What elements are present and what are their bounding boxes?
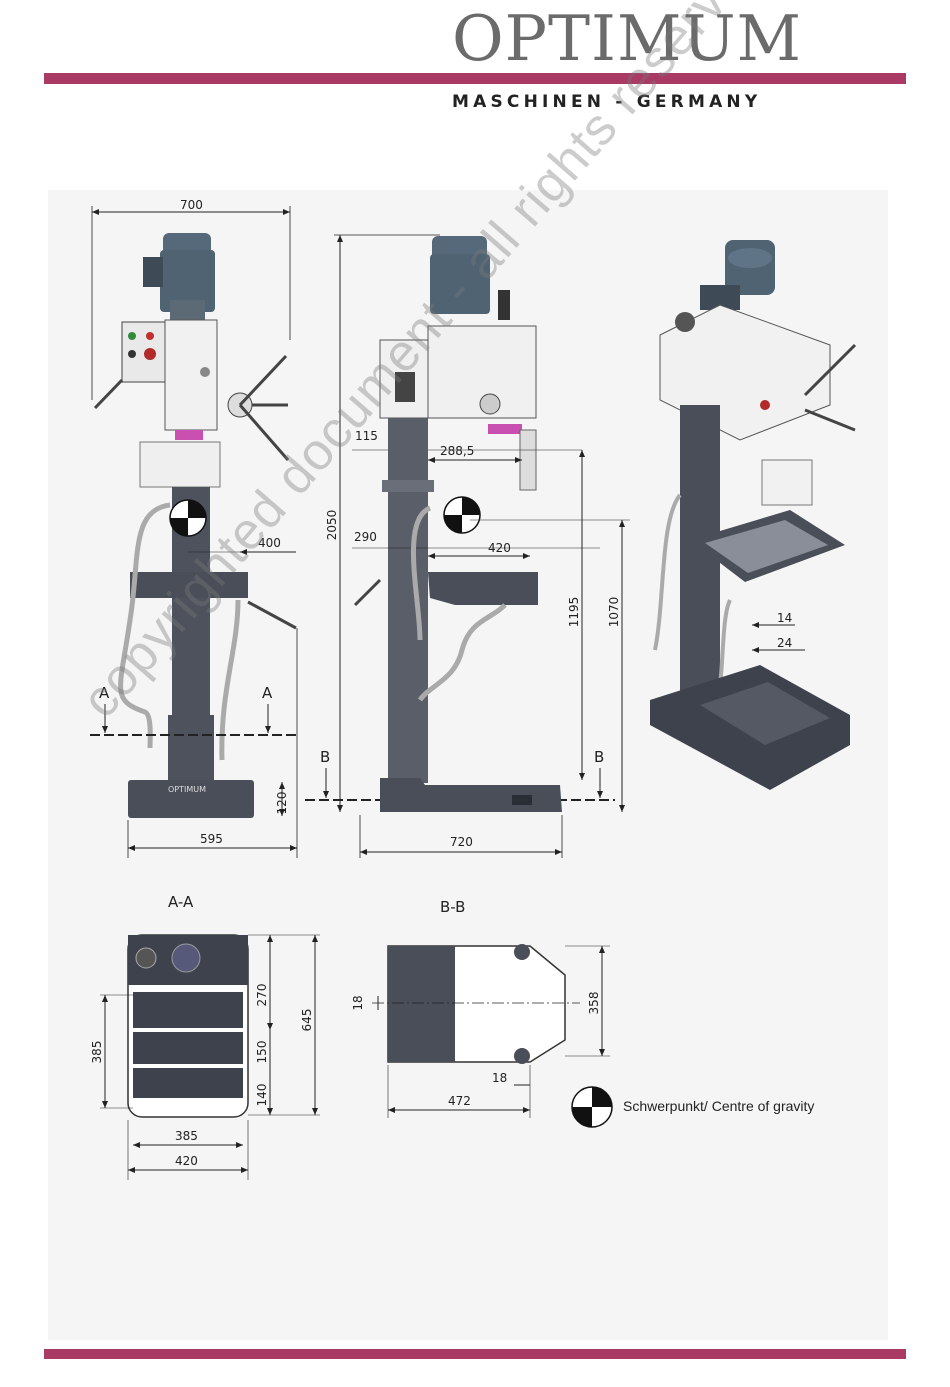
- dim-14: 14: [777, 611, 792, 625]
- dim-472: 472: [448, 1094, 471, 1108]
- bb-base-solid: [388, 946, 455, 1062]
- side-centre-of-gravity-icon: [444, 497, 480, 533]
- gear-head: [165, 320, 217, 430]
- emergency-stop-icon: [144, 348, 156, 360]
- isometric-view: 14 24: [650, 240, 855, 790]
- dim-720: 720: [450, 835, 473, 849]
- section-a-a-title: A-A: [168, 893, 194, 911]
- centre-of-gravity-icon: [170, 500, 206, 536]
- dim-150: 150: [255, 1041, 269, 1064]
- side-table-arm: [428, 572, 538, 605]
- section-mark-b-left: B: [320, 748, 330, 766]
- stop-button-icon: [146, 332, 154, 340]
- legend-label: Schwerpunkt/ Centre of gravity: [623, 1098, 814, 1114]
- legend-centre-of-gravity-icon: [572, 1087, 612, 1127]
- dim-1070: 1070: [607, 597, 621, 628]
- dim-18-bottom: 18: [492, 1071, 507, 1085]
- dim-288-5: 288,5: [440, 444, 474, 458]
- dim-270: 270: [255, 984, 269, 1007]
- chuck-guard: [140, 442, 220, 487]
- dim-595: 595: [200, 832, 223, 846]
- spindle-collar: [175, 430, 203, 440]
- feed-handle-icon: [240, 356, 286, 405]
- dim-120: 120: [275, 792, 289, 815]
- section-a-a: A-A 270 150 140 645 385 385 420: [90, 893, 320, 1180]
- section-b-b: B-B 18 358 18 472: [351, 898, 610, 1118]
- dim-358: 358: [587, 992, 601, 1015]
- dim-24: 24: [777, 636, 792, 650]
- dim-140: 140: [255, 1084, 269, 1107]
- side-base: [380, 778, 562, 812]
- dim-290: 290: [354, 530, 377, 544]
- side-view: 2050 115 288,5 290 420: [305, 235, 630, 858]
- dim-2050: 2050: [325, 510, 339, 541]
- section-mark-a-right: A: [262, 684, 273, 702]
- dim-420: 420: [488, 541, 511, 555]
- dim-420-bottom: 420: [175, 1154, 198, 1168]
- base-logo: OPTIMUM: [168, 785, 206, 794]
- dim-645: 645: [300, 1009, 314, 1032]
- footer-rule: [44, 1349, 906, 1359]
- section-b-b-title: B-B: [440, 898, 465, 916]
- start-button-icon: [128, 332, 136, 340]
- side-column: [388, 418, 428, 783]
- dim-385-bottom: 385: [175, 1129, 198, 1143]
- dim-700: 700: [180, 198, 203, 212]
- dim-385-side: 385: [90, 1041, 104, 1064]
- dim-18-left: 18: [351, 995, 365, 1010]
- dim-1195: 1195: [567, 597, 581, 628]
- section-mark-b-right: B: [594, 748, 604, 766]
- motor-terminal-box: [143, 257, 163, 287]
